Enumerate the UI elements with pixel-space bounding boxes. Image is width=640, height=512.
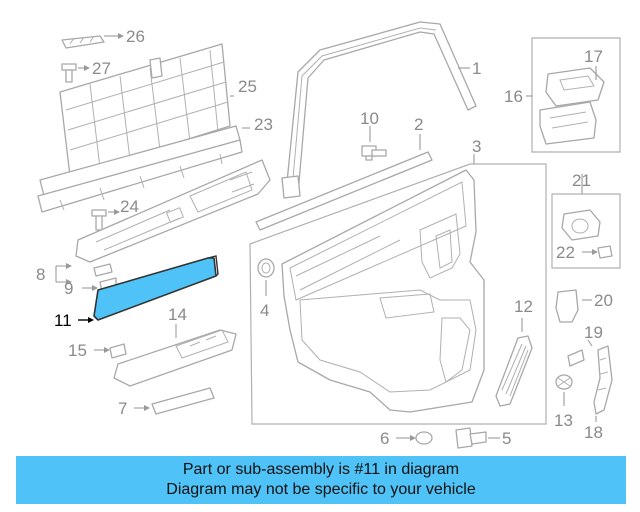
callout-6: 6 (380, 429, 389, 448)
part-15-clip (94, 343, 127, 359)
info-banner: Part or sub-assembly is #11 in diagram D… (16, 456, 626, 504)
part-4-grommet (257, 258, 275, 296)
part-20-switch (555, 289, 592, 323)
callout-18: 18 (584, 423, 603, 442)
part-11-trim-strip (78, 255, 219, 323)
part-21-lamp-box (551, 174, 621, 269)
banner-line-2: Diagram may not be specific to your vehi… (166, 481, 476, 498)
part-25-sunshade (59, 43, 234, 177)
part-1-window-frame (281, 21, 477, 199)
callout-14: 14 (168, 305, 187, 324)
banner-line-1: Part or sub-assembly is #11 in diagram (182, 461, 460, 478)
callout-26: 26 (126, 27, 145, 46)
part-8-bracket (55, 263, 113, 285)
callout-19: 19 (584, 323, 603, 342)
callout-11: 11 (54, 311, 72, 330)
callout-22: 22 (556, 243, 575, 262)
part-6-clip (396, 431, 433, 445)
part-16-handle-box (526, 37, 621, 153)
part-7-trim (134, 387, 215, 415)
callout-24: 24 (120, 197, 139, 216)
callout-7: 7 (118, 399, 127, 418)
callout-4: 4 (260, 301, 269, 320)
callout-2: 2 (414, 115, 423, 134)
part-5-screw (455, 427, 500, 449)
callout-27: 27 (92, 59, 111, 78)
callout-17: 17 (584, 47, 603, 66)
callout-5: 5 (502, 429, 511, 448)
part-2-belt-molding (255, 134, 433, 231)
part-23-rail (37, 125, 250, 213)
callout-25: 25 (238, 77, 257, 96)
callout-23: 23 (254, 115, 273, 134)
callout-21: 21 (572, 171, 591, 190)
callout-8: 8 (36, 265, 45, 284)
part-26-clip (61, 33, 124, 49)
callout-9: 9 (64, 279, 73, 298)
part-14-armrest (113, 324, 237, 387)
callout-16: 16 (504, 87, 523, 106)
callout-12: 12 (514, 297, 533, 316)
switch-panel (75, 159, 271, 263)
callout-1: 1 (472, 59, 481, 78)
part-19-clip (567, 339, 593, 367)
callout-20: 20 (594, 291, 613, 310)
callout-15: 15 (68, 341, 87, 360)
parts-diagram: 26 27 25 23 24 (36, 21, 621, 449)
callout-13: 13 (554, 411, 573, 430)
part-10-screw (361, 126, 387, 161)
part-27-screw (61, 63, 90, 83)
part-3-door-trim-panel (249, 154, 547, 425)
part-13-cap (555, 374, 573, 406)
part-18-strip (593, 345, 613, 422)
callout-10: 10 (360, 109, 379, 128)
callout-3: 3 (472, 137, 481, 156)
part-12-speaker-grille (495, 318, 533, 407)
